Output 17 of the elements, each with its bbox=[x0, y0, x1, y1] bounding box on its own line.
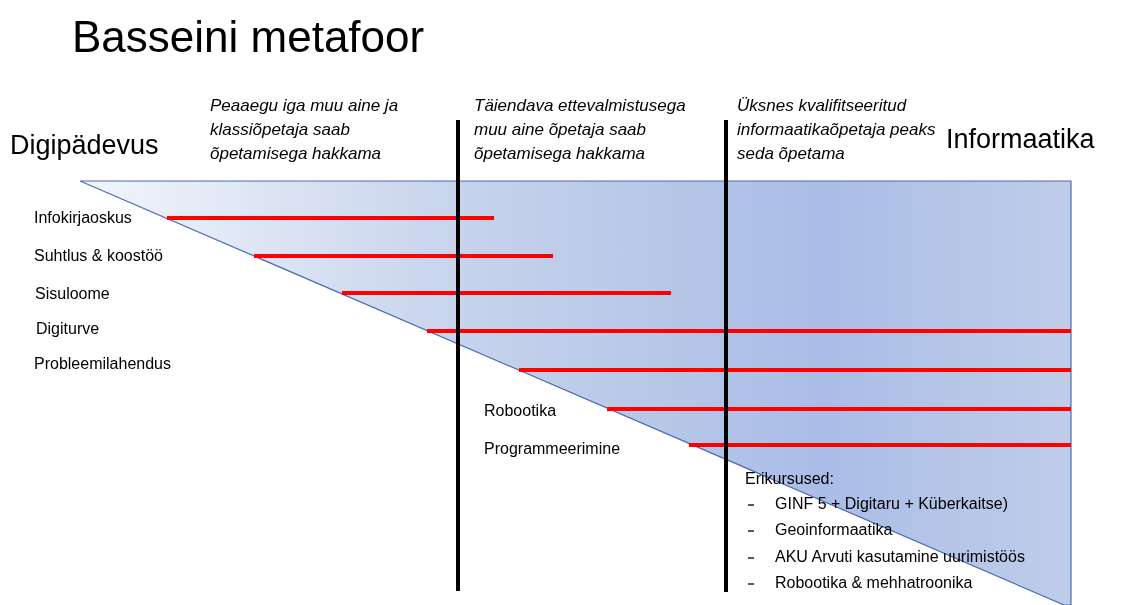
competency-label: Digiturve bbox=[36, 319, 100, 339]
column-heading: Täiendava ettevalmistusega muu aine õpetaja saab õpetamisega hakkama bbox=[474, 95, 687, 165]
competency-label: Sisuloome bbox=[35, 284, 110, 304]
column-heading: Peaaegu iga muu aine ja klassiõpetaja saab õpetamisega hakkama bbox=[210, 95, 400, 165]
diagram-title: Basseini metafoor bbox=[72, 11, 425, 63]
competency-label: Programmeerimine bbox=[484, 439, 621, 459]
axis-end-label: Informaatika bbox=[946, 123, 1095, 156]
competency-label: Probleemilahendus bbox=[34, 354, 171, 374]
competency-label: Robootika bbox=[484, 401, 557, 421]
list-item: AKU Arvuti kasutamine uurimistöös bbox=[775, 547, 1025, 567]
competency-label: Suhtlus & koostöö bbox=[34, 246, 163, 266]
list-item: Robootika & mehhatroonika bbox=[775, 573, 973, 593]
list-heading: Erikursused: bbox=[745, 469, 834, 489]
axis-end-label: Digipädevus bbox=[10, 129, 159, 162]
competency-label: Infokirjaoskus bbox=[34, 208, 132, 228]
column-heading: Üksnes kvalifitseeritud informaatikaõpetaja peaks seda õpetama bbox=[737, 95, 937, 165]
list-item: Geoinformaatika bbox=[775, 520, 893, 540]
